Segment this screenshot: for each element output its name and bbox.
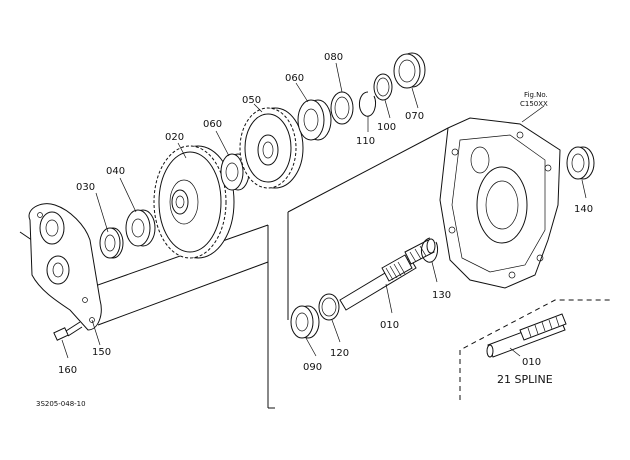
- label-part-090: 090: [303, 362, 322, 373]
- label-part-050: 050: [242, 95, 261, 106]
- spline-note: 21 SPLINE: [497, 373, 553, 386]
- alternate-part-frame: [459, 299, 612, 400]
- gear: [153, 145, 235, 259]
- drawing-code: 3S205-048-10: [36, 400, 86, 408]
- snap-ring: [359, 91, 377, 117]
- label-part-040: 040: [106, 166, 125, 177]
- label-part-120: 120: [330, 348, 349, 359]
- label-part-030: 030: [76, 182, 95, 193]
- label-part-100: 100: [377, 122, 396, 133]
- spline-shaft: [339, 238, 436, 311]
- o-ring: [318, 293, 340, 321]
- label-part-070: 070: [405, 111, 424, 122]
- label-part-130: 130: [432, 290, 451, 301]
- mounting-plate: [28, 203, 102, 331]
- label-part-010-alt: 010: [522, 357, 541, 368]
- leader-lines: [61, 62, 587, 359]
- label-part-140: 140: [574, 204, 593, 215]
- fig-no-label: Fig.No.: [524, 91, 548, 99]
- label-part-020: 020: [165, 132, 184, 143]
- oil-seal: [566, 146, 595, 180]
- figure-reference: Fig.No. C150XX: [520, 91, 548, 108]
- alternate-spline-shaft: [486, 313, 567, 358]
- snap-ring: [421, 237, 439, 263]
- bearing: [297, 99, 332, 141]
- label-part-010: 010: [380, 320, 399, 331]
- fig-no-value: C150XX: [520, 100, 548, 108]
- label-part-060: 060: [203, 119, 222, 130]
- bolt: [53, 321, 83, 341]
- o-ring: [373, 73, 393, 101]
- transmission-housing: [439, 117, 561, 289]
- label-part-160: 160: [58, 365, 77, 376]
- bearing: [125, 209, 156, 247]
- label-part-110: 110: [356, 136, 375, 147]
- seal-ring: [330, 91, 354, 125]
- bearing: [99, 227, 124, 259]
- label-part-080: 080: [324, 52, 343, 63]
- part-labels: 030 040 020 060 050 060 080 070 100 110 …: [58, 52, 593, 376]
- bearing: [290, 305, 320, 339]
- oil-seal: [393, 52, 426, 89]
- label-part-150: 150: [92, 347, 111, 358]
- gear: [239, 107, 304, 189]
- label-part-060: 060: [285, 73, 304, 84]
